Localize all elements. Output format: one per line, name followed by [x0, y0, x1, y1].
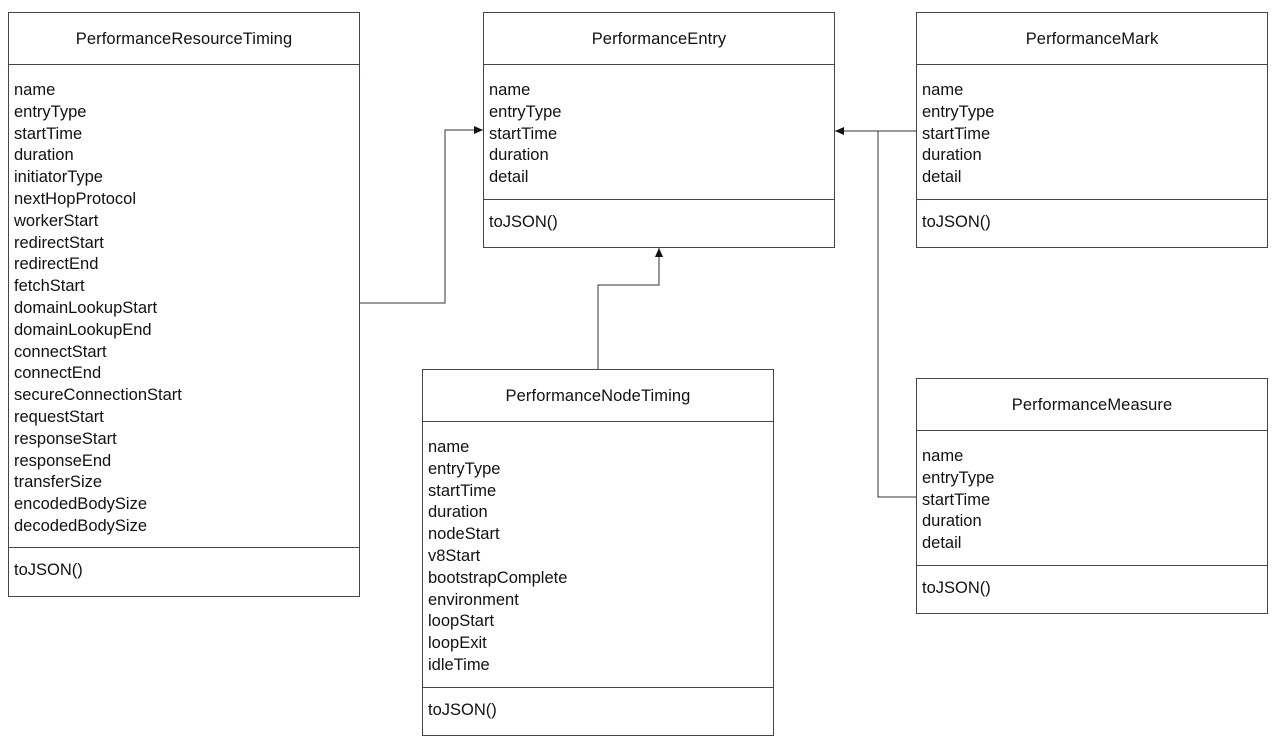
class-attribute: loopExit — [428, 634, 487, 653]
method-list: toJSON() — [423, 688, 773, 722]
method-list: toJSON() — [484, 200, 834, 234]
class-attribute: detail — [922, 534, 962, 553]
class-attribute: startTime — [922, 124, 991, 143]
class-method: toJSON() — [428, 701, 497, 719]
class-attribute: connectEnd — [14, 364, 102, 383]
attribute-list: name entryType startTime duration nodeStart v… — [423, 422, 773, 688]
class-attribute: v8Start — [428, 546, 481, 565]
class-attribute: startTime — [428, 481, 497, 500]
class-attribute: entryType — [922, 102, 995, 121]
class-method: toJSON() — [489, 213, 558, 231]
class-attribute: detail — [489, 168, 529, 187]
class-attribute: nodeStart — [428, 525, 500, 544]
class-attribute: domainLookupStart — [14, 298, 158, 317]
class-title: PerformanceNodeTiming — [423, 370, 773, 422]
method-list: toJSON() — [917, 566, 1267, 600]
method-list: toJSON() — [917, 200, 1267, 234]
class-attribute: encodedBodySize — [14, 495, 148, 514]
class-attribute: entryType — [922, 468, 995, 487]
class-attribute: fetchStart — [14, 277, 85, 296]
class-title: PerformanceMark — [917, 13, 1267, 65]
class-performance-node-timing: PerformanceNodeTiming name entryType start… — [422, 369, 774, 736]
class-method: toJSON() — [14, 561, 83, 579]
class-attribute: responseEnd — [14, 451, 112, 470]
class-attribute: bootstrapComplete — [428, 568, 568, 587]
class-method: toJSON() — [922, 579, 991, 597]
class-attribute: startTime — [922, 490, 991, 509]
class-attribute: idleTime — [428, 655, 490, 674]
class-attribute: transferSize — [14, 473, 103, 492]
class-attribute: redirectStart — [14, 233, 104, 252]
class-attribute: loopStart — [428, 612, 495, 631]
class-attribute: duration — [922, 146, 982, 165]
class-attribute: startTime — [14, 124, 83, 143]
attribute-list: name entryType startTime duration detail — [917, 65, 1267, 200]
attribute-list: name entryType startTime duration detail — [917, 431, 1267, 566]
connector-node-to-entry — [597, 248, 663, 369]
attribute-list: name entryType startTime duration initiatorT… — [9, 65, 359, 548]
class-attribute: name — [489, 81, 531, 99]
class-attribute: secureConnectionStart — [14, 386, 182, 405]
class-attribute: duration — [922, 512, 982, 531]
class-performance-resource-timing: PerformanceResourceTiming name entryType s… — [8, 12, 360, 597]
class-performance-measure: PerformanceMeasure name entryType startTim… — [916, 378, 1268, 614]
class-attribute: redirectEnd — [14, 255, 99, 274]
class-attribute: decodedBodySize — [14, 516, 148, 535]
connector-measure-to-entry — [877, 131, 916, 498]
class-attribute: name — [14, 81, 56, 99]
class-attribute: entryType — [14, 102, 87, 121]
class-attribute: duration — [489, 146, 549, 165]
class-attribute: initiatorType — [14, 168, 103, 187]
class-attribute: name — [428, 438, 470, 456]
class-attribute: domainLookupEnd — [14, 320, 152, 339]
class-attribute: workerStart — [14, 211, 99, 230]
class-attribute: connectStart — [14, 342, 107, 361]
class-performance-entry: PerformanceEntry name entryType startTime d… — [483, 12, 835, 248]
class-method: toJSON() — [922, 213, 991, 231]
class-performance-mark: PerformanceMark name entryType startTime du… — [916, 12, 1268, 248]
class-attribute: environment — [428, 590, 519, 609]
class-attribute: name — [922, 81, 964, 99]
class-attribute: entryType — [489, 102, 562, 121]
class-attribute: startTime — [489, 124, 558, 143]
class-title: PerformanceResourceTiming — [9, 13, 359, 65]
class-attribute: duration — [14, 146, 74, 165]
class-attribute: detail — [922, 168, 962, 187]
method-list: toJSON() — [9, 548, 359, 582]
connector-resource-to-entry — [360, 126, 483, 304]
class-title: PerformanceEntry — [484, 13, 834, 65]
class-attribute: name — [922, 447, 964, 465]
attribute-list: name entryType startTime duration detail — [484, 65, 834, 200]
class-attribute: requestStart — [14, 407, 104, 426]
class-attribute: nextHopProtocol — [14, 189, 136, 208]
class-attribute: duration — [428, 503, 488, 522]
class-attribute: responseStart — [14, 429, 117, 448]
class-attribute: entryType — [428, 459, 501, 478]
class-title: PerformanceMeasure — [917, 379, 1267, 431]
